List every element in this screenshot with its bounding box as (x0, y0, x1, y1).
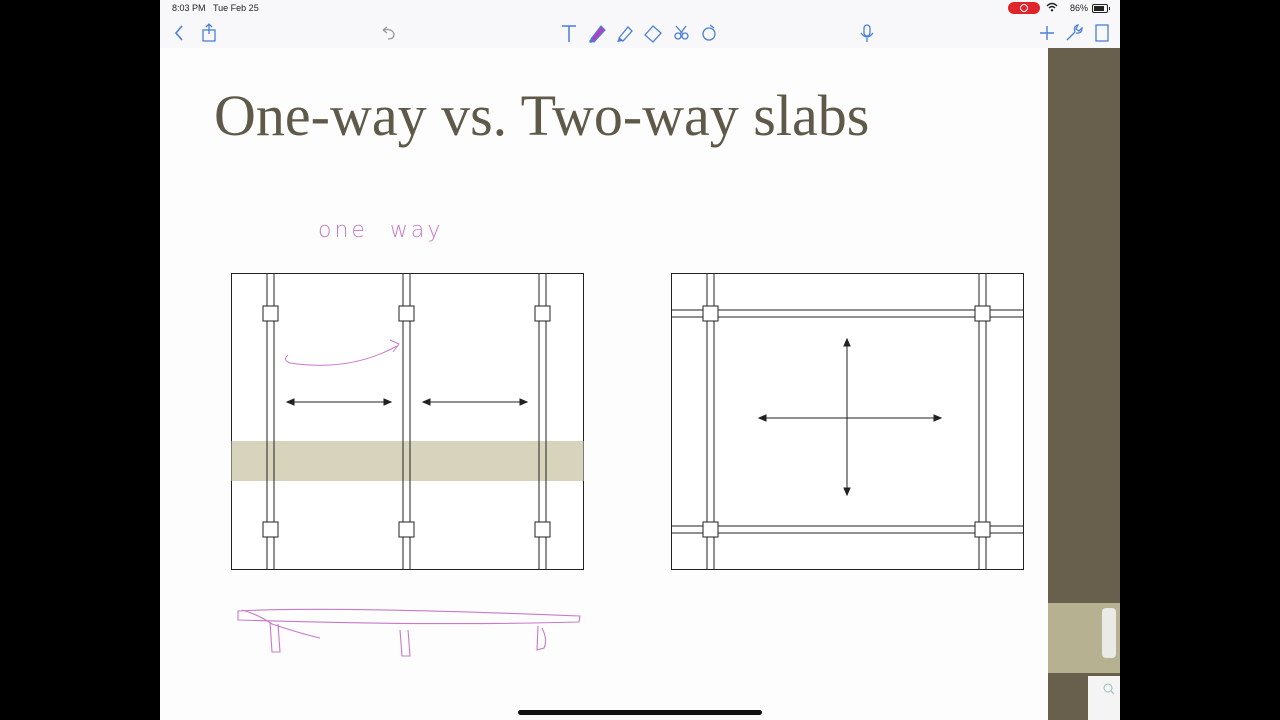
ipad-screen: 8:03 PM Tue Feb 25 86% (160, 0, 1120, 720)
columns (262, 305, 551, 538)
status-time: 8:03 PM (172, 3, 206, 13)
toolbar (160, 16, 1120, 48)
share-icon[interactable] (198, 22, 220, 44)
undo-icon[interactable] (378, 22, 400, 44)
span-arrows (285, 398, 529, 406)
status-date: Tue Feb 25 (213, 3, 259, 13)
two-way-slab-diagram (671, 273, 1024, 570)
page-icon[interactable] (1091, 22, 1113, 44)
shapes-icon[interactable] (698, 22, 720, 44)
page-thumbnails-sidebar[interactable] (1048, 48, 1120, 720)
span-arrows (757, 337, 943, 497)
note-page[interactable]: One-way vs. Two-way slabs one way (160, 48, 1048, 720)
status-bar: 8:03 PM Tue Feb 25 86% (160, 0, 1120, 16)
battery-percent: 86% (1070, 3, 1089, 13)
ink-arc (284, 339, 400, 366)
slab-outline (231, 273, 584, 570)
beams (266, 273, 547, 570)
pen-icon[interactable] (586, 22, 608, 44)
beams (671, 273, 1024, 570)
back-icon[interactable] (168, 22, 190, 44)
highlighter-icon[interactable] (614, 22, 636, 44)
handwritten-label: one way (318, 218, 444, 243)
text-tool-icon[interactable] (558, 22, 580, 44)
screen-recording-icon[interactable] (1008, 2, 1040, 14)
eraser-icon[interactable] (642, 22, 664, 44)
zoom-icon[interactable] (1088, 676, 1120, 720)
lasso-icon[interactable] (670, 22, 692, 44)
wifi-icon (1046, 2, 1058, 15)
wrench-icon[interactable] (1063, 22, 1085, 44)
home-indicator[interactable] (518, 710, 762, 715)
battery-icon (1092, 4, 1110, 13)
slab-strip (231, 441, 584, 481)
one-way-slab-diagram (231, 273, 584, 570)
microphone-icon[interactable] (856, 22, 878, 44)
columns (702, 305, 991, 538)
add-page-icon[interactable] (1036, 22, 1058, 44)
page-scroller[interactable] (1102, 608, 1116, 658)
slide-title: One-way vs. Two-way slabs (214, 83, 870, 148)
handwritten-beam-sketch (237, 608, 581, 657)
